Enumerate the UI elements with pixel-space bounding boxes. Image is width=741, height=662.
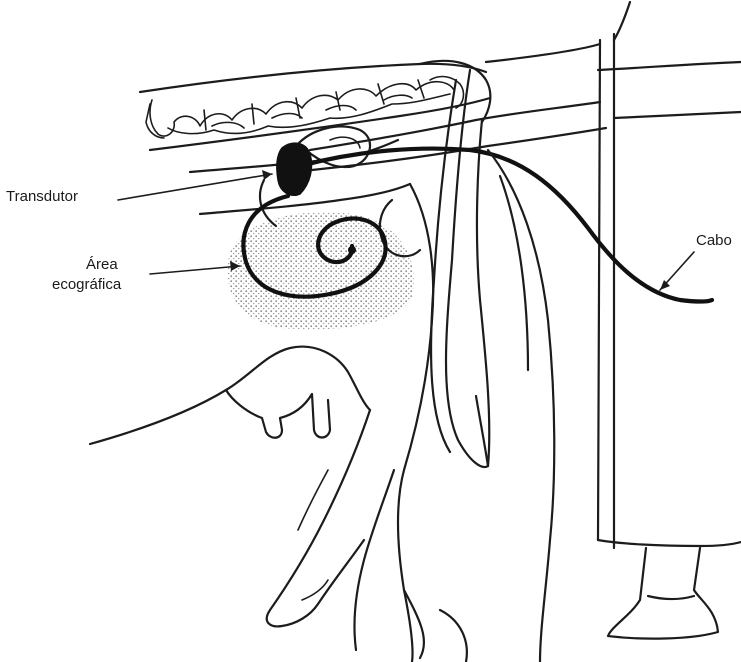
label-cable: Cabo (696, 232, 732, 250)
transducer-shape (277, 143, 312, 195)
label-echographic-area-line1: Área (86, 256, 118, 274)
echographic-spiral-center (348, 246, 356, 254)
spine-vertebrae (140, 64, 490, 150)
echographic-area-shading (227, 212, 413, 330)
rump-and-tail (420, 61, 490, 467)
operator-body (598, 540, 741, 639)
label-echographic-area-line2: ecográfica (52, 276, 121, 294)
label-transducer: Transdutor (6, 188, 78, 206)
